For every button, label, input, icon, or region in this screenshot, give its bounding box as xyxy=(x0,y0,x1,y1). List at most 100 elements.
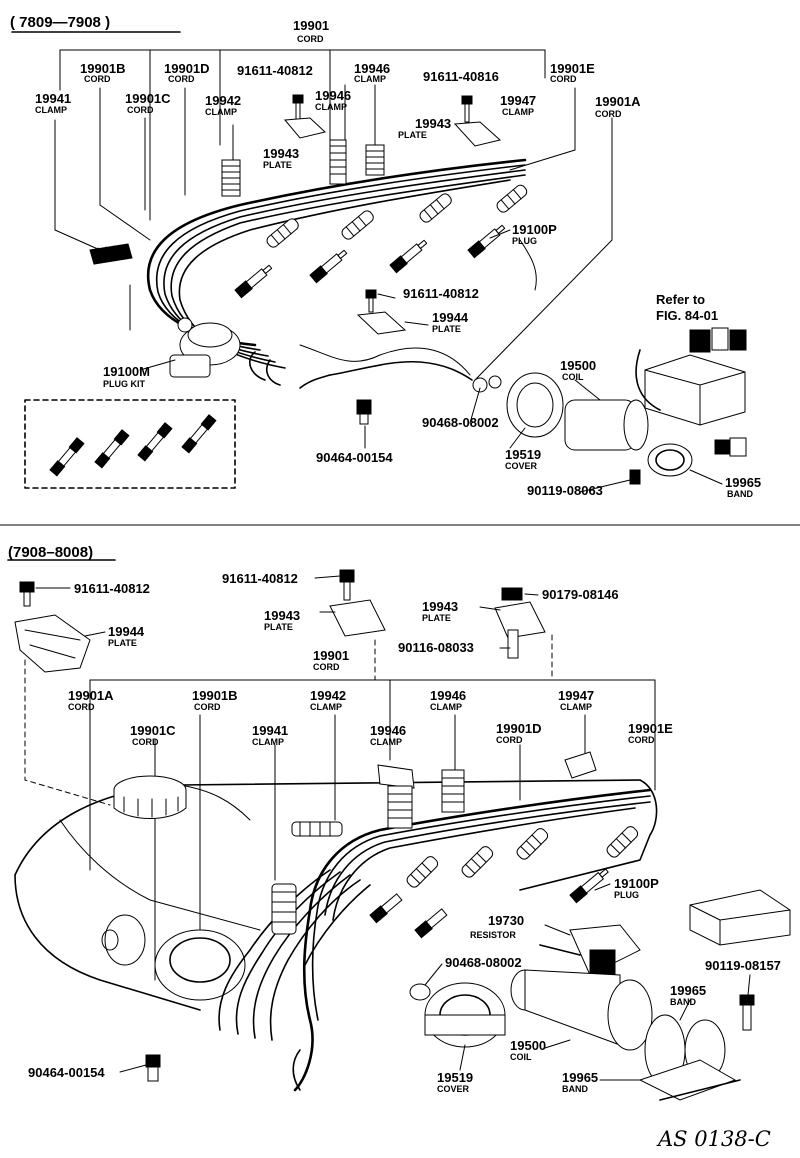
label-b-19941: 19941 xyxy=(252,723,288,738)
label-90119-08063: 90119-08063 xyxy=(527,483,603,498)
label-b-19965-a: 19965 xyxy=(670,983,706,998)
label-19947-name: CLAMP xyxy=(502,107,534,117)
bottom-plate-19944 xyxy=(14,614,91,673)
diagram-code: AS 0138-C xyxy=(656,1127,771,1151)
label-b-19965-b-name: BAND xyxy=(562,1084,588,1094)
label-b-19965-b: 19965 xyxy=(562,1070,598,1085)
label-b-19943-b: 19943 xyxy=(422,599,458,614)
bottom-leaders xyxy=(35,575,751,1081)
label-19944: 19944 xyxy=(432,310,469,325)
bottom-clamp-19941 xyxy=(271,883,297,935)
label-19942: 19942 xyxy=(205,93,241,108)
label-19519: 19519 xyxy=(505,447,541,462)
label-b-90179-08146: 90179-08146 xyxy=(542,587,619,602)
section-top-label: ( 7809—7908 ) xyxy=(10,14,110,31)
label-19946-a-name: CLAMP xyxy=(354,74,386,84)
label-b-19942: 19942 xyxy=(310,688,346,703)
section-bottom-label: (7908–8008) xyxy=(8,544,93,561)
label-19500-name: COIL xyxy=(562,372,584,382)
bottom-clamp-19942 xyxy=(291,821,343,837)
label-19500: 19500 xyxy=(560,358,596,373)
label-19100M-name: PLUG KIT xyxy=(103,379,146,389)
bottom-bolt-mid xyxy=(339,569,355,601)
label-b-19947: 19947 xyxy=(558,688,594,703)
label-b-19943-a-name: PLATE xyxy=(264,622,293,632)
bottom-cover-19519 xyxy=(424,982,506,1048)
label-19901E-name: CORD xyxy=(550,74,577,84)
label-b-19947-name: CLAMP xyxy=(560,702,592,712)
top-plug-kit xyxy=(24,399,236,489)
label-19946-a: 19946 xyxy=(354,61,390,76)
label-b-90116-08033: 90116-08033 xyxy=(398,640,474,655)
label-b-90119-08157: 90119-08157 xyxy=(705,958,781,973)
label-19943-a: 19943 xyxy=(415,116,451,131)
label-19946-b: 19946 xyxy=(315,88,351,103)
bottom-labels: 91611-40812 91611-40812 19943 PLATE 1994… xyxy=(28,571,781,1094)
top-clamp-19942 xyxy=(221,159,241,197)
top-callout-lines xyxy=(54,49,613,381)
label-19901B: 19901B xyxy=(80,61,126,76)
label-b-19944: 19944 xyxy=(108,624,145,639)
top-coil-assembly xyxy=(472,372,693,485)
reference-line-1: Refer to xyxy=(656,292,705,307)
label-19901: 19901 xyxy=(293,18,329,33)
label-19901C-name: CORD xyxy=(127,105,154,115)
label-90464-00154: 90464-00154 xyxy=(316,450,393,465)
label-91611-40812-b: 91611-40812 xyxy=(403,286,479,301)
label-b-19941-name: CLAMP xyxy=(252,737,284,747)
label-b-19500-name: COIL xyxy=(510,1052,532,1062)
top-bolt-91611-40812 xyxy=(283,94,327,139)
label-91611-40816: 91611-40816 xyxy=(423,69,499,84)
label-19100P: 19100P xyxy=(512,222,557,237)
top-igniter-module xyxy=(635,327,747,457)
label-b-19946-a-name: CLAMP xyxy=(430,702,462,712)
top-distributor xyxy=(169,317,241,378)
top-labels: 19901 CORD 19901B CORD 19901D CORD 91611… xyxy=(35,18,761,499)
label-b-19965-a-name: BAND xyxy=(670,997,696,1007)
label-19100M: 19100M xyxy=(103,364,150,379)
bottom-clamp-19946-a xyxy=(377,764,415,829)
label-b-19901E-name: CORD xyxy=(628,735,655,745)
bottom-cord-harness xyxy=(218,788,652,1092)
label-19946-b-name: CLAMP xyxy=(315,102,347,112)
label-b-19901: 19901 xyxy=(313,648,349,663)
label-b-19100P-name: PLUG xyxy=(614,890,639,900)
bottom-spark-plugs xyxy=(369,868,609,939)
label-b-19901-name: CORD xyxy=(313,662,340,672)
label-19100P-name: PLUG xyxy=(512,236,537,246)
label-19901-name: CORD xyxy=(297,34,324,44)
bottom-clamp-19947 xyxy=(564,751,597,779)
bottom-clamp-19946-b xyxy=(441,769,465,813)
label-19901E: 19901E xyxy=(550,61,595,76)
label-b-19901B: 19901B xyxy=(192,688,238,703)
label-b-19946-b: 19946 xyxy=(370,723,406,738)
bottom-plug-boots xyxy=(406,826,639,888)
label-90468-08002: 90468-08002 xyxy=(422,415,499,430)
section-top: ( 7809—7908 ) xyxy=(10,14,761,499)
bottom-grommet-90468 xyxy=(409,983,431,1001)
label-b-19901A: 19901A xyxy=(68,688,114,703)
label-b-19901C-name: CORD xyxy=(132,737,159,747)
label-b-91611-40812-a: 91611-40812 xyxy=(74,581,150,596)
label-b-19901D-name: CORD xyxy=(496,735,523,745)
label-19901A-name: CORD xyxy=(595,109,622,119)
label-b-19730: 19730 xyxy=(488,913,524,928)
bottom-igniter-cover xyxy=(689,889,791,946)
bottom-bolt-left xyxy=(19,581,35,607)
label-b-19944-name: PLATE xyxy=(108,638,137,648)
label-19943-b-name: PLATE xyxy=(263,160,292,170)
label-19901D-name: CORD xyxy=(168,74,195,84)
label-b-90468-08002: 90468-08002 xyxy=(445,955,522,970)
label-b-19901E: 19901E xyxy=(628,721,673,736)
bottom-plate-19943-a xyxy=(329,599,386,637)
label-b-19946-b-name: CLAMP xyxy=(370,737,402,747)
label-19941: 19941 xyxy=(35,91,71,106)
bottom-callout-lines xyxy=(24,634,656,981)
label-b-19943-a: 19943 xyxy=(264,608,300,623)
label-19901A: 19901A xyxy=(595,94,641,109)
label-19944-name: PLATE xyxy=(432,324,461,334)
label-19941-name: CLAMP xyxy=(35,105,67,115)
section-bottom: (7908–8008) xyxy=(7,544,791,1101)
label-19901B-name: CORD xyxy=(84,74,111,84)
